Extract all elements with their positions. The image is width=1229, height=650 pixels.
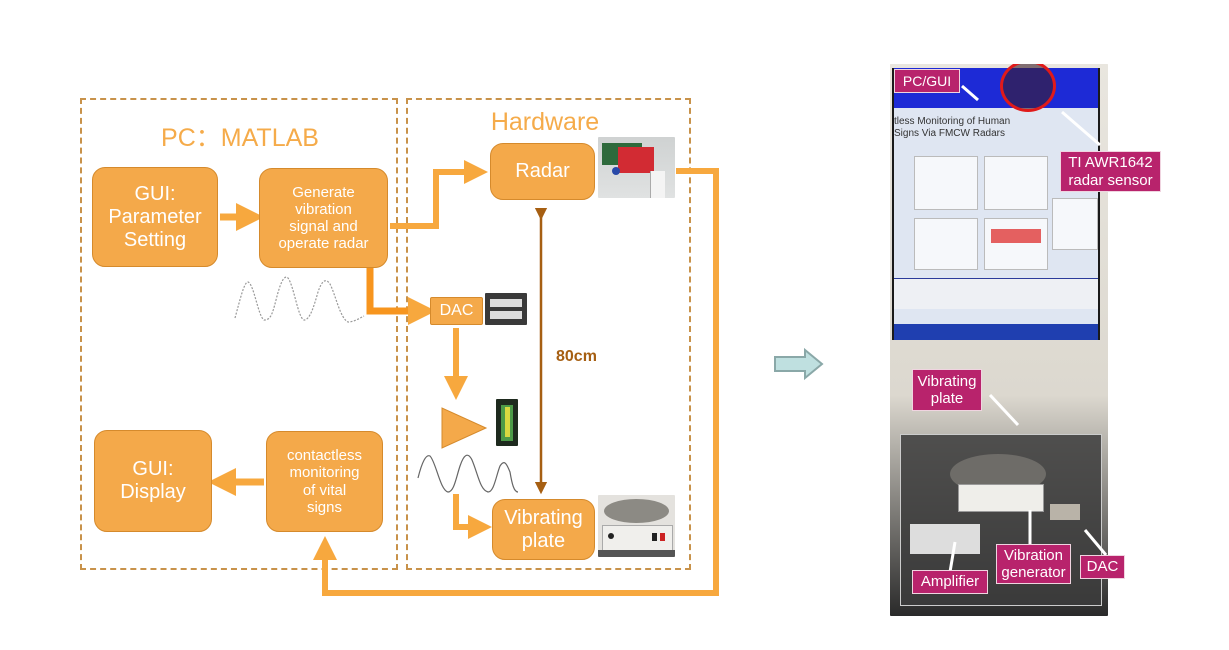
- arrow-amplifier-to-plate: [453, 494, 492, 539]
- generate-signal-block: Generate vibration signal and operate ra…: [259, 168, 388, 268]
- amplifier-photo: [496, 399, 518, 446]
- amplifier-symbol: [441, 407, 488, 449]
- vibrating-plate-block: Vibrating plate: [492, 499, 595, 560]
- gui-parameter-setting-block: GUI: Parameter Setting: [92, 167, 218, 267]
- hardware-panel: [406, 98, 691, 570]
- pc-matlab-title: PC：MATLAB: [161, 124, 319, 152]
- transition-arrow-icon: [774, 347, 824, 381]
- radar-highlight-circle: [1000, 64, 1056, 112]
- screen-title: tless Monitoring of Human Signs Via FMCW…: [894, 116, 1011, 139]
- pc-gui-pointer: [961, 84, 979, 102]
- hardware-title: Hardware: [490, 108, 600, 136]
- dac-photo: [485, 293, 527, 325]
- amplifier-pointer: [948, 541, 957, 573]
- radar-block: Radar: [490, 143, 595, 200]
- monitor-screen: tless Monitoring of Human Signs Via FMCW…: [892, 68, 1100, 340]
- vibrating-plate-pointer: [988, 393, 1020, 427]
- label-vibrating-plate: Vibrating plate: [912, 369, 982, 411]
- label-radar-sensor: TI AWR1642 radar sensor: [1060, 151, 1161, 192]
- label-amplifier: Amplifier: [912, 570, 988, 594]
- label-vibration-generator: Vibration generator: [996, 544, 1071, 584]
- radar-photo: [598, 137, 675, 198]
- dac-block: DAC: [430, 297, 483, 325]
- distance-label: 80cm: [556, 348, 597, 365]
- arrow-generate-to-radar: [390, 160, 488, 229]
- vibrating-plate-photo: [598, 495, 675, 557]
- signal-waveform-2: [417, 454, 519, 493]
- arrow-generate-to-dac: [366, 268, 436, 325]
- gui-display-block: GUI: Display: [94, 430, 212, 532]
- label-pc-gui: PC/GUI: [894, 69, 960, 93]
- pc-matlab-panel: [80, 98, 398, 570]
- label-dac: DAC: [1080, 555, 1125, 579]
- arrow-radar-to-monitoring: [313, 168, 719, 596]
- contactless-monitoring-block: contactless monitoring of vital signs: [266, 431, 383, 532]
- radar-sensor-pointer: [1061, 110, 1101, 147]
- signal-waveform-1: [234, 276, 365, 323]
- dac-pointer: [1083, 529, 1108, 556]
